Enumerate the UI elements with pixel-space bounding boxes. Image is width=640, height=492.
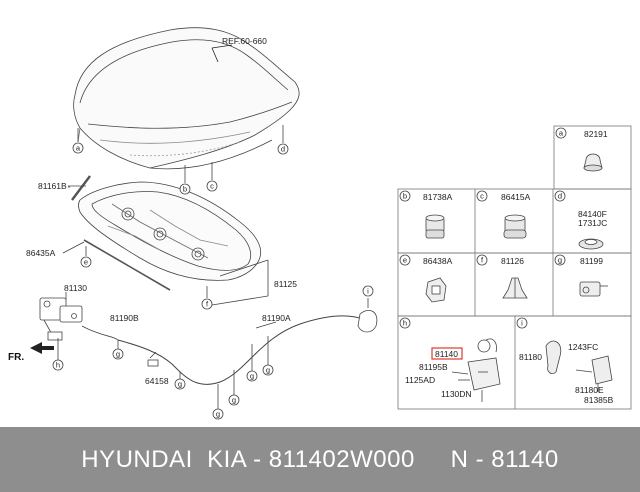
part-81199-image [579,281,608,297]
cell-part-1243FC: 1243FC [568,342,598,352]
front-arrow [30,342,54,354]
callout-letter: a [76,144,81,153]
part-81180-image [545,340,613,392]
callout-letter: f [481,256,484,265]
callout-markers: a b c d e f g h g g g g g i a b c d e f g h i [52,127,567,420]
callout-c-16: c [476,190,488,202]
cell-part-1731JC: 1731JC [578,218,607,228]
callout-letter: e [403,256,407,265]
callout-i-22: i [516,317,528,329]
callout-a-14: a [555,127,567,139]
callout-letter: g [266,366,270,375]
part-81126-image [502,277,528,299]
callout-g-12: g [262,364,274,376]
callout-letter: b [403,192,407,201]
cell-part-1130DN: 1130DN [441,389,472,399]
callout-letter: f [206,300,209,309]
cell-part-1125AD: 1125AD [405,375,435,385]
callout-letter: d [281,145,285,154]
footer-part-number: HYUNDAI KIA - 811402W000 N - 81140 [81,445,559,473]
callout-letter: i [367,287,369,296]
callout-g-20: g [554,254,566,266]
callout-letter: a [559,129,564,138]
cell-part-81199: 81199 [580,256,603,266]
parts-grid [397,125,632,410]
part-81140-image [451,338,501,402]
callout-letter: g [558,256,562,265]
part-label-81130: 81130 [64,283,87,293]
parts-diagram: REF.60-660 81161B 86435A 81125 81130 811… [8,27,632,420]
callout-h-21: h [399,317,411,329]
callout-g-8: g [174,378,186,390]
cell-part-86415A: 86415A [501,192,531,202]
callout-c-2: c [206,180,218,192]
callout-d-17: d [554,190,566,202]
cell-part-86438A: 86438A [423,256,453,266]
cable-segment-b [81,325,119,341]
cell-part-81385B: 81385B [584,395,614,405]
callout-letter: c [480,192,484,201]
callout-e-4: e [80,256,92,268]
callout-letter: e [84,258,88,267]
callout-f-5: f [201,298,213,310]
callout-g-11: g [246,370,258,382]
hood-insulator [78,181,262,291]
hood-support-strut [68,175,91,201]
callout-d-3: d [277,143,289,155]
part-label-81125: 81125 [274,279,297,289]
callout-letter: g [216,410,220,419]
callout-i-13: i [362,285,374,297]
callout-b-1: b [179,183,191,195]
callout-letter: d [558,192,562,201]
callout-letter: g [250,372,254,381]
callout-f-19: f [476,254,488,266]
ref-label: REF.60-660 [222,36,267,46]
callout-letter: h [56,361,60,370]
part-label-64158: 64158 [145,376,169,386]
callout-letter: g [116,350,120,359]
part-label-86435A: 86435A [26,248,56,258]
callout-a-0: a [72,142,84,154]
callout-g-6: g [112,348,124,360]
part-84140F-image [578,238,604,250]
callout-e-18: e [399,254,411,266]
cell-part-82191: 82191 [584,129,608,139]
callout-letter: c [210,182,214,191]
callout-letter: b [183,185,187,194]
part-86415A-image [503,214,527,239]
callout-letter: i [521,319,523,328]
callout-letter: h [403,319,407,328]
hood-panel [73,27,300,170]
cell-part-84140F: 84140F [578,209,607,219]
part-86438A-image [425,277,447,303]
callout-g-10: g [228,394,240,406]
callout-letter: g [232,396,236,405]
callout-h-7: h [52,359,64,371]
part-label-81190B: 81190B [110,313,139,323]
cable-clip-64158 [147,351,159,367]
callout-letter: g [178,380,182,389]
hood-release-cable [117,315,367,385]
cell-part-81140: 81140 [435,349,458,359]
cell-part-81180E: 81180E [575,385,604,395]
highlight-box-81140 [431,347,463,360]
front-label: FR. [8,352,24,363]
part-82191-image [583,153,603,172]
part-label-81161B: 81161B [38,181,67,191]
cell-part-81126: 81126 [501,256,524,266]
part-label-81190A: 81190A [262,313,291,323]
callout-b-15: b [399,190,411,202]
cell-part-81180: 81180 [519,352,542,362]
cell-part-81738A: 81738A [423,192,453,202]
release-handle [357,298,378,333]
callout-g-9: g [212,408,224,420]
hood-latch-assembly [39,297,83,341]
footer-bar: HYUNDAI KIA - 811402W000 N - 81140 [0,427,640,492]
cell-part-81195B: 81195B [419,362,448,372]
part-81738A-image [425,214,445,239]
